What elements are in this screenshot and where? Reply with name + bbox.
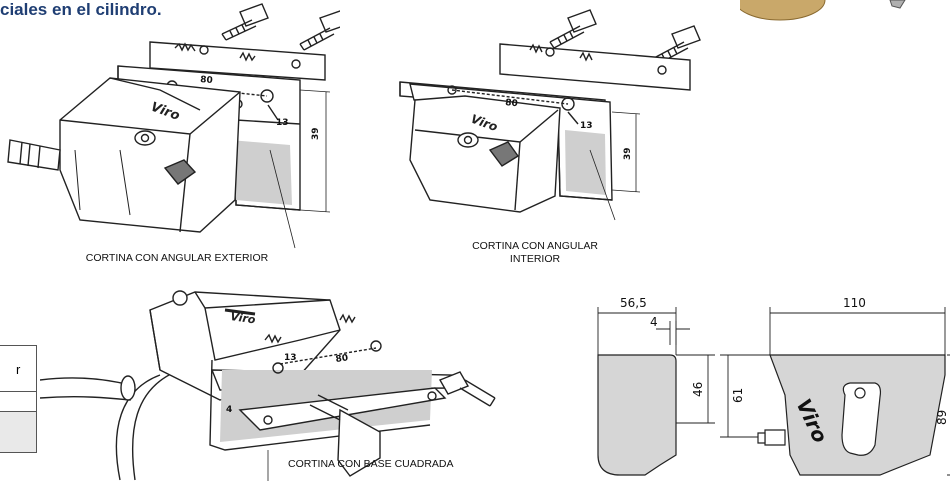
side-gap-dim: 4 [650,315,658,329]
front-height-dim: 89 [935,410,949,425]
exterior-angle-drawing: 80 13 39 Viro [7,3,340,249]
shaft [7,139,61,171]
handle [40,377,131,401]
exterior-height-dim: 39 [311,127,321,140]
interior-length-dim: 80 [505,98,519,109]
base-small-dim: 4 [226,405,232,415]
interior-angle-drawing: 80 13 39 Viro [399,9,701,221]
bolt-4 [653,25,701,65]
side-height-dim: 46 [691,382,705,397]
back-plate [149,41,326,81]
front-plate-3 [238,387,447,431]
angle-shading [230,140,292,205]
side-table-cell-bottom [0,411,37,453]
interior-hole-dim: 13 [580,121,593,131]
exterior-hole-dim: 13 [276,118,289,128]
bolt-2 [299,10,340,51]
interior-height-dim: 39 [623,147,633,160]
bolt-3 [549,9,597,49]
base-logo: Viro [230,310,257,326]
caption-interior-line1: CORTINA CON ANGULAR [472,240,598,252]
base-length-dim: 80 [335,353,349,365]
base-hole-dim: 13 [284,353,297,363]
bolt-5 [438,371,496,407]
side-width-dim: 56,5 [620,296,647,310]
bolt-1 [221,3,269,41]
front-inner-height-dim: 61 [731,388,745,403]
side-profile-shape [597,354,677,476]
exterior-length-dim: 80 [200,75,213,86]
front-width-dim: 110 [843,296,866,310]
side-table-cell-middle [0,391,37,413]
bolt-6 [309,394,381,477]
hardware-thumbnail [889,0,906,9]
caption-base: CORTINA CON BASE CUADRADA [288,458,454,470]
page-heading: ciales en el cilindro. [0,0,162,19]
key-cylinder [134,130,156,146]
product-thumbnails [740,0,906,21]
padlock-thumbnail [740,0,826,21]
dimension-profiles: 56,5 4 46 110 61 89 Viro [597,296,950,476]
back-plate-2 [499,43,691,91]
square-base-drawing: 13 80 4 Viro [40,290,496,481]
caption-exterior: CORTINA CON ANGULAR EXTERIOR [85,252,269,264]
side-table-label: r [16,362,21,377]
lock-body [59,77,241,233]
caption-interior: CORTINA CON ANGULAR INTERIOR [420,240,650,266]
lock-body-2 [409,95,561,213]
side-table-cell-top: r [0,345,37,392]
key-tab [163,159,197,185]
key-tab-profile [841,382,882,456]
caption-interior-line2: INTERIOR [509,253,561,265]
